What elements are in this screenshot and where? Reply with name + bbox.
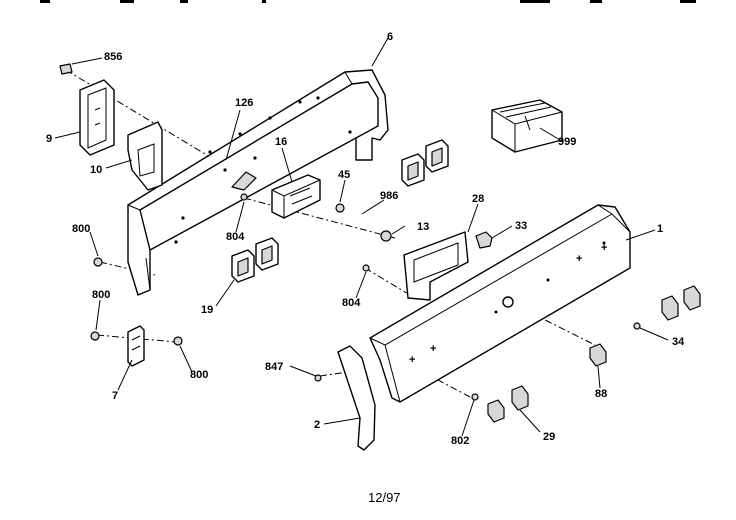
callout-34: 34 [672,336,685,348]
callout-800-upper: 800 [72,223,90,235]
leader-lines [54,37,669,437]
callout-1: 1 [657,223,663,235]
callout-10: 10 [90,164,102,176]
fasteners [90,193,641,401]
callout-847: 847 [265,361,283,373]
callout-802: 802 [451,435,469,447]
callout-16: 16 [275,136,287,148]
knob-icon [589,343,607,367]
plate-part-28 [403,231,469,301]
callout-986: 986 [380,190,398,202]
svg-text:+: + [576,253,582,265]
bracket-part-10 [127,121,163,191]
callout-13: 13 [417,221,429,233]
footer-date: 12/97 [368,490,401,505]
callout-804-lower: 804 [342,297,361,309]
switch-block-part-16 [271,174,321,219]
svg-text:+: + [430,343,436,355]
switch-pair-part-19 [231,237,279,283]
callout-800-lower: 800 [190,369,208,381]
knob-icon [511,385,529,411]
callout-856: 856 [104,51,122,63]
callout-804-upper: 804 [226,231,245,243]
bracket-part-7 [127,325,145,367]
callout-labels: 856 6 126 9 999 10 16 45 986 28 13 33 1 … [46,31,685,447]
knob-icon [661,295,679,321]
svg-text:+: + [601,242,607,254]
screw-856 [59,63,73,75]
back-panel-part-6 [127,69,389,296]
callout-800-middle: 800 [92,289,110,301]
svg-text:+: + [409,354,415,366]
callout-7: 7 [112,390,118,402]
callout-28: 28 [472,193,484,205]
knob-icon [487,399,505,423]
callout-19: 19 [201,304,213,316]
bracket-part-9 [79,79,115,156]
trim-part-2 [337,345,376,451]
callout-9: 9 [46,133,52,145]
knob-icon [683,285,701,311]
scan-artifact [40,0,696,3]
callout-126: 126 [235,97,253,109]
callout-33: 33 [515,220,527,232]
switch-pair-upper [401,139,449,187]
callout-29: 29 [543,431,555,443]
callout-88: 88 [595,388,607,400]
knobs [475,231,701,423]
knob-icon [475,231,493,249]
control-panel-part-1: + + + + [369,204,631,403]
callout-45: 45 [338,169,350,181]
callout-6: 6 [387,31,393,43]
box-part-999 [491,99,563,153]
callout-999: 999 [558,136,576,148]
callout-2: 2 [314,419,320,431]
